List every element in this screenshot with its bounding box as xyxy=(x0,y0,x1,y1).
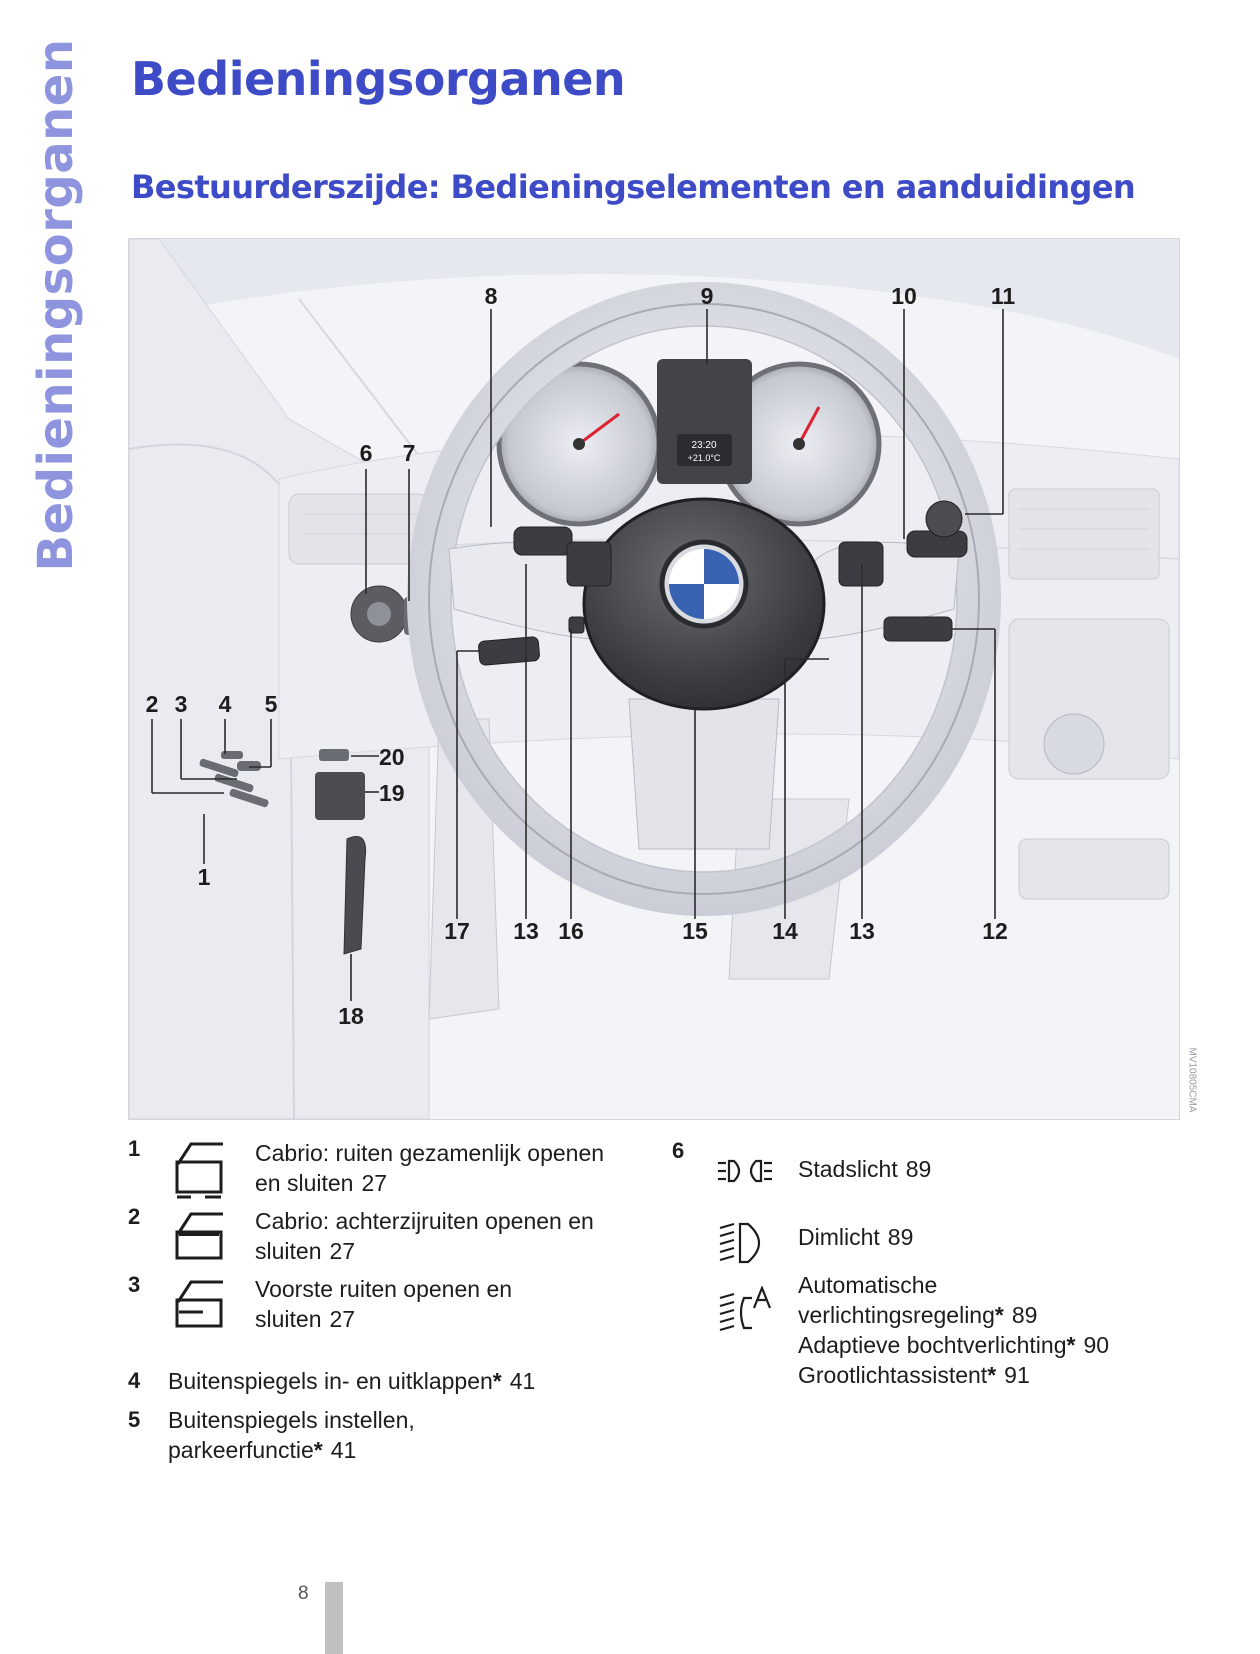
low-beam-page: 89 xyxy=(887,1224,914,1250)
callout-11: 11 xyxy=(991,283,1016,309)
section-subtitle: Bestuurderszijde: Bedieningselementen en… xyxy=(131,168,1136,206)
callout-13-left: 13 xyxy=(513,918,539,944)
callout-16: 16 xyxy=(558,918,584,944)
cockpit-drawing: 23:20 +21.0°C xyxy=(129,239,1179,1119)
auto-light-page1: 89 xyxy=(1011,1302,1038,1328)
adaptive-light-page: 90 xyxy=(1083,1332,1110,1358)
side-tab: Bedieningsorganen xyxy=(26,38,86,571)
callout-3: 3 xyxy=(175,691,188,717)
low-beam-text: Dimlicht xyxy=(798,1224,880,1250)
legend-item-4: Buitenspiegels in- en uitklappen* 41 xyxy=(168,1366,535,1396)
page-title: Bedieningsorganen xyxy=(131,52,626,106)
legend-1-line2: en sluiten xyxy=(255,1170,354,1196)
legend-6-parking-light: Stadslicht 89 xyxy=(798,1154,931,1184)
legend-2-number: 2 xyxy=(128,1204,141,1229)
auto-light-line2: verlichtingsregeling xyxy=(798,1302,995,1328)
legend-1-line1: Cabrio: ruiten gezamenlijk openen xyxy=(255,1140,605,1166)
image-code-label: MV10805CMA xyxy=(1186,1047,1198,1113)
adaptive-light-text: Adaptieve bochtverlichting xyxy=(798,1332,1067,1358)
page-number-bar xyxy=(325,1582,343,1654)
front-window-icon xyxy=(175,1280,223,1328)
legend-1-number: 1 xyxy=(128,1136,141,1161)
callout-19: 19 xyxy=(379,780,405,806)
parking-light-page: 89 xyxy=(905,1156,932,1182)
legend-5-number: 5 xyxy=(128,1407,141,1432)
legend-item-1: Cabrio: ruiten gezamenlijk openen en slu… xyxy=(255,1138,604,1198)
auto-light-icon xyxy=(719,1286,772,1332)
callout-7: 7 xyxy=(403,440,416,466)
callout-20: 20 xyxy=(379,744,405,770)
image-code: MV10805CMA xyxy=(1182,1030,1202,1130)
legend-1-page: 27 xyxy=(361,1170,388,1196)
callout-9: 9 xyxy=(701,283,714,309)
legend-4-number: 4 xyxy=(128,1368,141,1393)
callout-6: 6 xyxy=(360,440,373,466)
adaptive-light-star: * xyxy=(1066,1332,1076,1358)
callout-17: 17 xyxy=(444,918,470,944)
parking-light-text: Stadslicht xyxy=(798,1156,898,1182)
auto-light-line1: Automatische xyxy=(798,1272,938,1298)
callout-13-right: 13 xyxy=(849,918,875,944)
low-beam-icon xyxy=(719,1222,761,1264)
legend-item-3: Voorste ruiten openen en sluiten 27 xyxy=(255,1274,512,1334)
legend-item-5: Buitenspiegels instellen, parkeerfunctie… xyxy=(168,1405,415,1465)
callout-4: 4 xyxy=(219,691,232,717)
legend-2-page: 27 xyxy=(329,1238,356,1264)
legend-5-line2: parkeerfunctie xyxy=(168,1437,314,1463)
callout-14: 14 xyxy=(772,918,798,944)
legend-3-line2: sluiten xyxy=(255,1306,322,1332)
legend-item-2: Cabrio: achterzijruiten openen en sluite… xyxy=(255,1206,594,1266)
callout-2: 2 xyxy=(146,691,159,717)
callout-1: 1 xyxy=(198,864,211,890)
legend-5-star: * xyxy=(313,1437,323,1463)
cluster-temp: +21.0°C xyxy=(688,453,721,463)
auto-light-star1: * xyxy=(994,1302,1004,1328)
side-tab-label: Bedieningsorganen xyxy=(28,38,84,572)
callout-18: 18 xyxy=(338,1003,364,1029)
legend-4-page: 41 xyxy=(509,1368,536,1394)
callout-12: 12 xyxy=(982,918,1008,944)
legend-5-page: 41 xyxy=(330,1437,357,1463)
legend-2-line2: sluiten xyxy=(255,1238,322,1264)
legend-6-low-beam: Dimlicht 89 xyxy=(798,1222,913,1252)
callout-10: 10 xyxy=(891,283,917,309)
legend-4-text: Buitenspiegels in- en uitklappen xyxy=(168,1368,493,1394)
legend-3-page: 27 xyxy=(329,1306,356,1332)
high-beam-assist-text: Grootlichtassistent xyxy=(798,1362,988,1388)
callout-5: 5 xyxy=(265,691,278,717)
page-number: 8 xyxy=(298,1583,309,1604)
legend-4-star: * xyxy=(492,1368,502,1394)
rear-window-icon xyxy=(175,1212,223,1260)
dashboard-illustration: 23:20 +21.0°C xyxy=(128,238,1180,1120)
cluster-time: 23:20 xyxy=(691,440,716,451)
callout-15: 15 xyxy=(682,918,708,944)
legend-2-line1: Cabrio: achterzijruiten openen en xyxy=(255,1208,594,1234)
legend-6-number: 6 xyxy=(672,1138,685,1163)
window-all-icon xyxy=(175,1142,223,1199)
high-beam-assist-star: * xyxy=(987,1362,997,1388)
legend-3-line1: Voorste ruiten openen en xyxy=(255,1276,513,1302)
high-beam-assist-page: 91 xyxy=(1004,1362,1030,1388)
parking-light-icon xyxy=(718,1159,772,1183)
callout-8: 8 xyxy=(485,283,498,309)
legend-3-number: 3 xyxy=(128,1272,141,1297)
legend-5-line1: Buitenspiegels instellen, xyxy=(168,1407,415,1433)
legend-6-auto-light: Automatische verlichtingsregeling*89 Ada… xyxy=(798,1270,1109,1390)
